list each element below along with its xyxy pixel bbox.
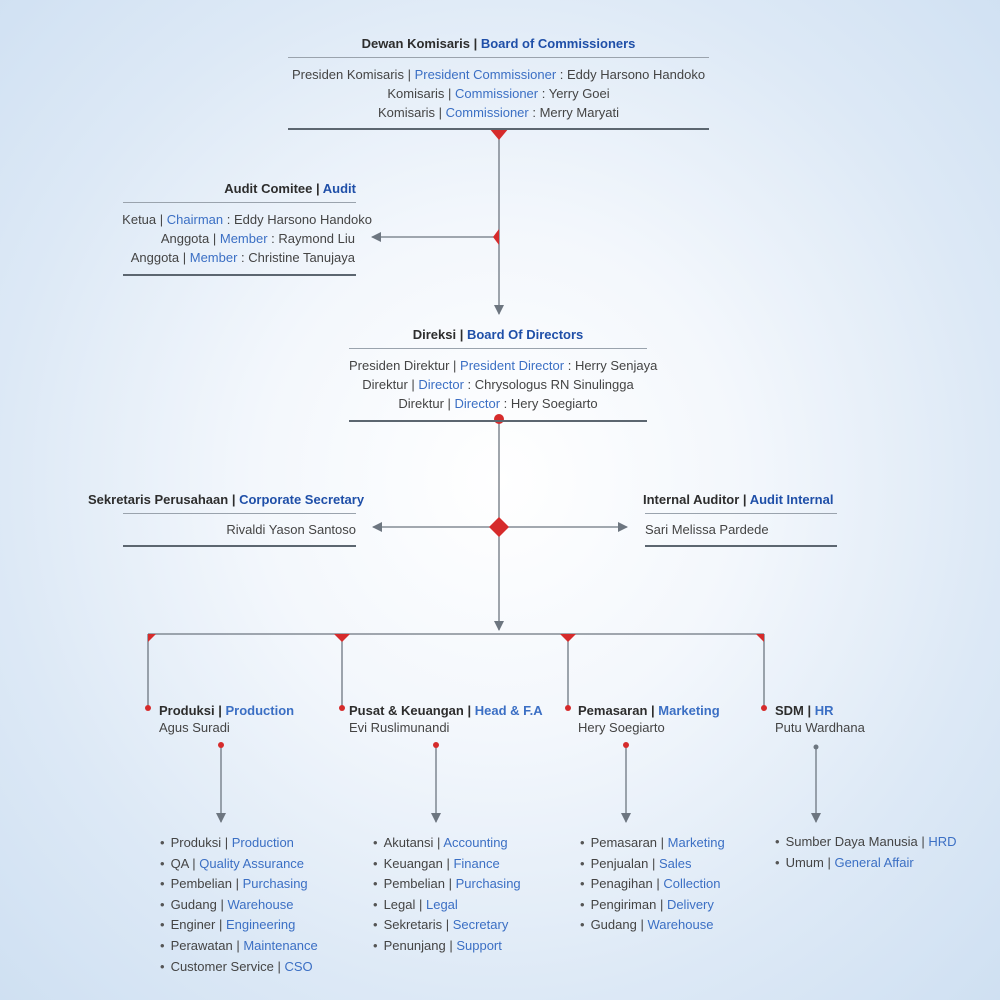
red-diamond-marker	[489, 517, 509, 537]
member-row: Direktur | Director : Hery Soegiarto	[398, 396, 598, 411]
list-item: Pengiriman | Delivery	[580, 895, 725, 916]
list-item: Penunjang | Support	[373, 936, 521, 957]
audit-title: Audit Comitee | Audit	[224, 181, 356, 196]
divider	[645, 545, 837, 547]
directors-block: Direksi | Board Of Directors Presiden Di…	[349, 327, 658, 422]
red-dot-marker	[433, 742, 439, 748]
member-row: Komisaris | Commissioner : Merry Maryati	[377, 105, 620, 120]
red-corner-marker	[756, 634, 764, 642]
secretary-name: Rivaldi Yason Santoso	[226, 522, 356, 537]
dept-head-name: Putu Wardhana	[775, 720, 865, 735]
divider	[288, 128, 709, 130]
red-dot-marker	[623, 742, 629, 748]
list-item: QA | Quality Assurance	[160, 854, 318, 875]
list-item: Penagihan | Collection	[580, 874, 725, 895]
dept-title: SDM | HR	[775, 703, 834, 718]
list-item: Gudang | Warehouse	[580, 915, 725, 936]
list-item: Keuangan | Finance	[373, 854, 521, 875]
dept-marketing: Pemasaran | Marketing Hery Soegiarto	[578, 703, 720, 735]
internal-auditor-block: Internal Auditor | Audit Internal Sari M…	[643, 492, 837, 547]
dept-title: Pusat & Keuangan | Head & F.A	[349, 703, 543, 718]
commissioners-block: Dewan Komisaris | Board of Commissioners…	[288, 36, 709, 130]
dept-head-name: Evi Ruslimunandi	[349, 720, 450, 735]
member-row: Presiden Direktur | President Director :…	[349, 358, 658, 373]
red-dot-marker	[145, 705, 151, 711]
member-row: Anggota | Member : Raymond Liu	[160, 231, 355, 246]
list-item: Akutansi | Accounting	[373, 833, 521, 854]
list-item: Sekretaris | Secretary	[373, 915, 521, 936]
list-item: Enginer | Engineering	[160, 915, 318, 936]
member-row: Komisaris | Commissioner : Yerry Goei	[387, 86, 610, 101]
list-item: Gudang | Warehouse	[160, 895, 318, 916]
member-row: Ketua | Chairman : Eddy Harsono Handoko	[122, 212, 372, 227]
dept-head-name: Hery Soegiarto	[578, 720, 665, 735]
dept-title: Produksi | Production	[159, 703, 295, 718]
audit-committee-block: Audit Comitee | Audit Ketua | Chairman :…	[110, 181, 372, 276]
list-item: Customer Service | CSO	[160, 957, 318, 978]
red-triangle-marker	[489, 128, 509, 140]
directors-title: Direksi | Board Of Directors	[412, 327, 584, 342]
member-row: Direktur | Director : Chrysologus RN Sin…	[362, 377, 634, 392]
list-item: Penjualan | Sales	[580, 854, 725, 875]
red-diamond-marker	[493, 229, 499, 245]
internal-auditor-title: Internal Auditor | Audit Internal	[643, 492, 834, 507]
list-item: Sumber Daya Manusia | HRD	[775, 832, 957, 853]
divider	[123, 513, 356, 514]
list-item: Pemasaran | Marketing	[580, 833, 725, 854]
red-dot-marker	[218, 742, 224, 748]
divider	[123, 202, 356, 203]
list-item: Produksi | Production	[160, 833, 318, 854]
divider	[645, 513, 837, 514]
secretary-title: Sekretaris Perusahaan | Corporate Secret…	[88, 492, 365, 507]
member-row: Presiden Komisaris | President Commissio…	[291, 67, 706, 82]
list-item: Umum | General Affair	[775, 853, 957, 874]
divider	[349, 348, 647, 349]
finance-sub-list: Akutansi | Accounting Keuangan | Finance…	[373, 833, 521, 957]
divider	[123, 545, 356, 547]
list-item: Legal | Legal	[373, 895, 521, 916]
red-corner-marker	[148, 634, 156, 642]
divider	[288, 57, 709, 58]
corporate-secretary-block: Sekretaris Perusahaan | Corporate Secret…	[88, 492, 365, 547]
dept-head-name: Agus Suradi	[159, 720, 230, 735]
hr-sub-list: Sumber Daya Manusia | HRD Umum | General…	[775, 832, 957, 873]
list-item: Perawatan | Maintenance	[160, 936, 318, 957]
dept-title: Pemasaran | Marketing	[578, 703, 720, 718]
divider	[349, 420, 647, 422]
dept-production: Produksi | Production Agus Suradi	[159, 703, 294, 735]
red-dot-marker	[565, 705, 571, 711]
production-sub-list: Produksi | Production QA | Quality Assur…	[160, 833, 318, 977]
list-item: Pembelian | Purchasing	[373, 874, 521, 895]
red-dot-marker	[339, 705, 345, 711]
red-triangle-marker	[334, 634, 350, 642]
internal-auditor-name: Sari Melissa Pardede	[645, 522, 769, 537]
divider	[123, 274, 356, 276]
list-item: Pembelian | Purchasing	[160, 874, 318, 895]
commissioners-title: Dewan Komisaris | Board of Commissioners	[361, 36, 636, 51]
dept-hr: SDM | HR Putu Wardhana	[775, 703, 865, 735]
marketing-sub-list: Pemasaran | Marketing Penjualan | Sales …	[580, 833, 725, 936]
red-triangle-marker	[560, 634, 576, 642]
red-dot-marker	[761, 705, 767, 711]
gray-dot-marker	[813, 744, 819, 750]
member-row: Anggota | Member : Christine Tanujaya	[130, 250, 355, 265]
dept-head-finance: Pusat & Keuangan | Head & F.A Evi Ruslim…	[349, 703, 543, 735]
